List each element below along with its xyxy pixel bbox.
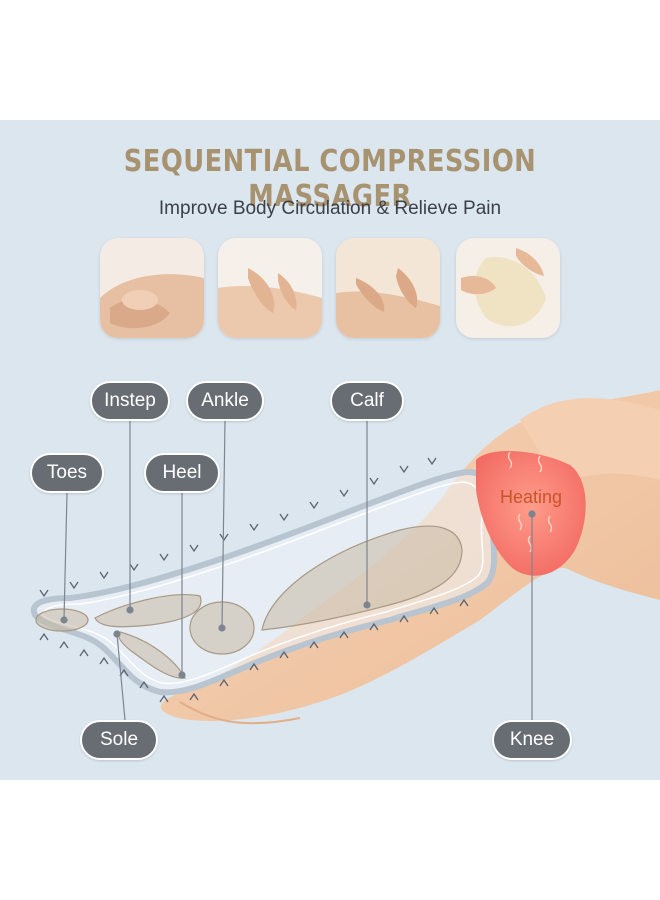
product-panel: SEQUENTIAL COMPRESSION MASSAGER Improve … [0,120,660,780]
leader-lines [60,419,536,721]
label-knee: Knee [492,720,572,760]
label-toes: Toes [30,453,104,493]
label-instep: Instep [90,381,170,421]
page-title: SEQUENTIAL COMPRESSION MASSAGER [123,144,537,214]
foot-massage-photo [100,238,204,338]
leg-massage-photo [336,238,440,338]
page-subtitle: Improve Body Circulation & Relieve Pain [158,198,502,219]
calf-massage-photo [218,238,322,338]
compression-sleeve [30,468,498,696]
label-calf: Calf [330,381,404,421]
air-chambers [35,525,463,679]
label-sole: Sole [80,720,158,760]
pressure-arrows [39,457,469,703]
label-heel: Heel [144,453,220,493]
label-ankle: Ankle [186,381,264,421]
knee-massage-photo [456,238,560,338]
label-heating: Heating [500,487,563,507]
leg-compression-diagram [30,390,660,725]
